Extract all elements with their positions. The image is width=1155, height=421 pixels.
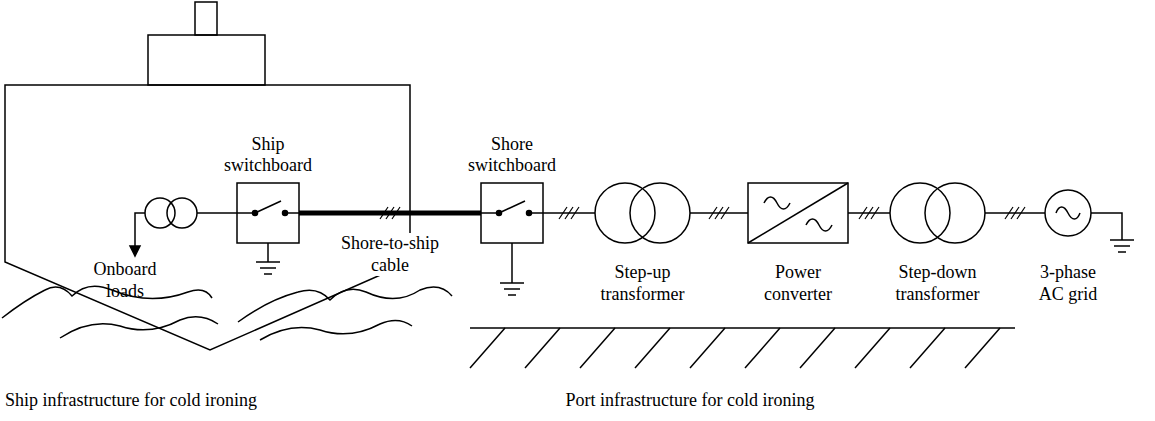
ground-line (525, 328, 560, 368)
node-label: Step-up transformer (588, 262, 698, 305)
switch-symbol (237, 183, 299, 243)
phase-tick (871, 207, 879, 219)
grid-symbol (1045, 190, 1091, 236)
ship-outline (148, 35, 265, 85)
onboard-transformer (130, 198, 237, 256)
ground-symbol (256, 261, 280, 263)
grid-symbol (1056, 207, 1080, 219)
xfmr-symbol (890, 183, 985, 243)
phase-tick (392, 207, 400, 219)
ground-symbol (511, 243, 513, 283)
power-converter: Power converter (748, 183, 848, 243)
ship-caption: Ship infrastructure for cold ironing (5, 390, 257, 412)
ground-symbol (504, 288, 520, 290)
switch-symbol (481, 212, 497, 214)
ground-line (635, 328, 670, 368)
ship-outline (5, 85, 410, 350)
switch-symbol (527, 211, 532, 216)
ground-symbol (508, 294, 516, 296)
conv-symbol (748, 183, 848, 243)
ship-outline (5, 2, 410, 350)
port-caption: Port infrastructure for cold ironing (566, 390, 815, 412)
switch-symbol (481, 183, 543, 243)
switch-symbol (481, 183, 543, 243)
conv-symbol (748, 183, 848, 243)
ship-outline (195, 2, 217, 35)
grid-symbol (1045, 190, 1091, 236)
conv-symbol (748, 183, 848, 243)
xfmr-symbol (595, 183, 690, 243)
phase-tick (571, 207, 579, 219)
node-label: Ship switchboard (213, 134, 323, 177)
onboard-transformer (135, 213, 145, 248)
waves (2, 286, 452, 340)
xfmr-symbol (595, 183, 655, 243)
ship-switchboard: Ship switchboard (237, 183, 299, 243)
conv-symbol (748, 183, 848, 243)
ground-line (965, 328, 1000, 368)
ground-symbol (1110, 239, 1134, 241)
conv-symbol (806, 219, 832, 231)
node-label: Step-down transformer (883, 262, 993, 305)
ground-symbol (500, 282, 524, 284)
ground-line (470, 328, 505, 368)
ground-line (580, 328, 615, 368)
ground-line (470, 328, 1015, 368)
phase-tick (1017, 207, 1025, 219)
node-label: 3-phase AC grid (1028, 262, 1108, 305)
ground-symbol (267, 243, 269, 262)
shore-switchboard: Shore switchboard (481, 183, 543, 243)
ac-grid-source: 3-phase AC grid (1045, 190, 1091, 236)
switch-symbol (237, 183, 299, 243)
ground-line (470, 327, 1015, 329)
ground-symbol (264, 273, 272, 275)
phase-tick (721, 207, 729, 219)
switch-symbol (237, 183, 299, 243)
onboard-loads-label: Onboard loads (85, 259, 165, 302)
xfmr-symbol (595, 183, 690, 243)
switch-symbol (237, 212, 253, 214)
onboard-transformer (167, 198, 197, 228)
grid-symbol (1045, 190, 1091, 236)
xfmr-symbol (630, 183, 690, 243)
onboard-transformer (197, 212, 237, 214)
step-up-transformer: Step-up transformer (595, 183, 690, 243)
switch-symbol (499, 201, 525, 213)
cable-label: Shore-to-ship cable (330, 233, 450, 276)
ground-line (800, 328, 835, 368)
ground-symbol (1114, 245, 1130, 247)
waves (260, 320, 412, 340)
ground-line (910, 328, 945, 368)
switch-symbol (481, 183, 543, 243)
ground-symbol (1118, 251, 1126, 253)
switch-symbol (283, 211, 288, 216)
ground-line (745, 328, 780, 368)
onboard-transformer (130, 246, 140, 256)
conv-symbol (764, 197, 790, 209)
ground-symbol (260, 267, 276, 269)
switch-symbol (287, 212, 299, 214)
ground-symbol (256, 213, 1134, 295)
xfmr-symbol (925, 183, 985, 243)
ground-line (855, 328, 890, 368)
ground-symbol (1091, 213, 1122, 240)
waves (60, 317, 218, 338)
xfmr-symbol (890, 183, 985, 243)
node-label: Power converter (748, 262, 848, 305)
ground-line (690, 328, 725, 368)
xfmr-symbol (890, 183, 950, 243)
waves (238, 287, 452, 322)
node-label: Shore switchboard (457, 134, 567, 177)
switch-symbol (531, 212, 543, 214)
step-down-transformer: Step-down transformer (890, 183, 985, 243)
switch-symbol (255, 201, 281, 213)
